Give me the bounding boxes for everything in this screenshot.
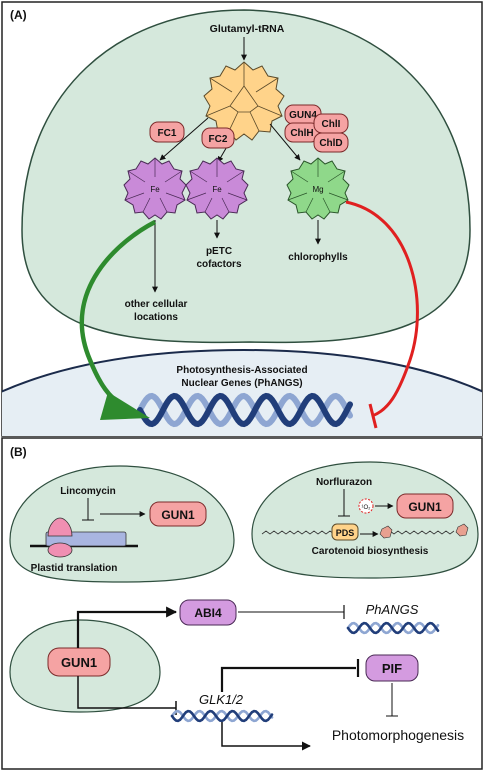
abi4-label: ABI4 (194, 606, 222, 620)
lincomycin-gun1-label: GUN1 (161, 508, 195, 522)
protoporphyrin-icon (203, 61, 285, 141)
central-gun1-label: GUN1 (61, 655, 97, 670)
petc-line2: cofactors (196, 259, 241, 270)
dna-strand (137, 392, 353, 428)
carotene-ring-left (379, 525, 393, 539)
abi4-badge: ABI4 (179, 599, 237, 626)
phangs-line1: Photosynthesis-Associated (176, 365, 307, 376)
dna-strand (346, 621, 440, 635)
heme-fe-icon-1: Fe (123, 157, 187, 220)
heme-activation-arrowhead (100, 392, 150, 420)
pif-badge: PIF (365, 654, 419, 682)
dna-strand (170, 709, 274, 723)
heme-fe-icon-2: Fe (185, 157, 249, 220)
chli-label: ChlI (322, 119, 341, 130)
dna-strand (346, 621, 440, 635)
carotene-chain (385, 530, 455, 535)
plastid-translation-label: Plastid translation (31, 563, 118, 574)
panel-b: (B) Lincomycin GUN1 Plastid translation … (1, 437, 483, 770)
chlorophylls-label: chlorophylls (288, 252, 348, 263)
mg-label: Mg (312, 185, 323, 194)
glk-dna-icon (170, 709, 274, 723)
chlh-label: ChlH (290, 128, 313, 139)
phangs-italic-label: PhANGS (366, 602, 419, 617)
photomorphogenesis-label: Photomorphogenesis (332, 727, 464, 743)
plastid-ribosome-icon (30, 517, 138, 558)
pif-label: PIF (382, 661, 402, 676)
central-gun1-badge: GUN1 (47, 647, 111, 677)
phangs-line2: Nuclear Genes (PhANGS) (181, 378, 302, 389)
norflurazon-label: Norflurazon (316, 477, 372, 488)
glk-label: GLK1/2 (199, 692, 244, 707)
other-locations-line2: locations (134, 312, 178, 323)
other-locations-line1: other cellular (125, 299, 188, 310)
norflurazon-gun1-label: GUN1 (408, 500, 442, 514)
fc2-badge: FC2 (201, 127, 235, 149)
fe-label-1: Fe (150, 185, 160, 194)
glk-to-pif-inhibit (220, 666, 356, 692)
carotene-ring-right (455, 523, 469, 537)
fc1-label: FC1 (158, 128, 177, 139)
fe-label-2: Fe (212, 185, 222, 194)
gun1-to-glk-inhibit (77, 676, 176, 709)
glk-to-photomorph-arrow (221, 722, 311, 751)
chl-inhibition-bar (368, 403, 378, 429)
mg-protoporphyrin-icon: Mg (286, 157, 350, 220)
norflurazon-chloroplast (251, 461, 479, 579)
chloroplast (21, 9, 471, 344)
singlet-oxygen-label: ¹O₂ (362, 505, 372, 511)
panel-a: (A) Glutamyl-tRNA FC1 FC2 (1, 1, 483, 437)
norflurazon-gun1-badge: GUN1 (396, 493, 454, 519)
panel-a-label: (A) (10, 8, 27, 22)
dna-strand (137, 392, 353, 428)
lincomycin-gun1-badge: GUN1 (149, 501, 207, 527)
phangs-dna-icon (137, 392, 353, 428)
precursor-label: Glutamyl-tRNA (210, 23, 285, 35)
phangs-dna-small-icon (346, 621, 440, 635)
fc1-badge: FC1 (149, 121, 185, 143)
pds-label: PDS (336, 528, 355, 538)
singlet-oxygen-icon: ¹O₂ (358, 498, 374, 514)
pds-badge: PDS (331, 523, 359, 541)
carotenoid-label: Carotenoid biosynthesis (312, 546, 429, 557)
phytoene-chain (261, 530, 339, 535)
chli-badge: ChlI (313, 113, 349, 134)
lincomycin-label: Lincomycin (60, 486, 116, 497)
gun4-label: GUN4 (289, 110, 317, 121)
panel-b-label: (B) (10, 445, 27, 459)
dna-strand (170, 709, 274, 723)
arrow-to-mg (269, 123, 301, 161)
gun1-to-abi4-arrow (76, 606, 178, 648)
arrow-to-fc1 (159, 117, 209, 161)
chl-inhibition-line (345, 200, 419, 418)
fc2-label: FC2 (209, 134, 228, 145)
chld-badge: ChlD (313, 132, 349, 153)
chld-label: ChlD (319, 138, 342, 149)
petc-line1: pETC (206, 246, 232, 257)
